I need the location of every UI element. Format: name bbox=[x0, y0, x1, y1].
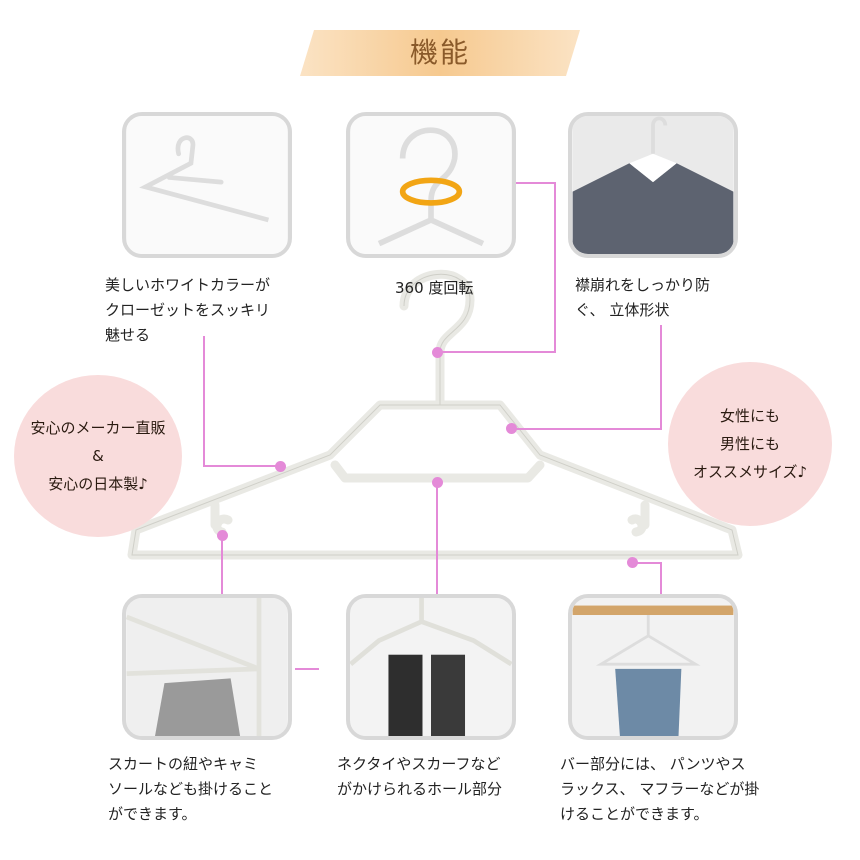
photo-tie-hole bbox=[346, 594, 516, 740]
caption-line: 襟崩れをしっかり防 bbox=[575, 276, 711, 294]
caption-line: ができます。 bbox=[108, 805, 197, 823]
connector-dot bbox=[432, 347, 443, 358]
connector-line bbox=[437, 351, 556, 353]
connector-line bbox=[660, 562, 662, 595]
connector-line bbox=[295, 668, 319, 670]
caption-line: ラックス、 マフラーなどが掛 bbox=[560, 780, 760, 798]
connector-dot bbox=[627, 557, 638, 568]
feature-caption-bar: バー部分には、 パンツやス ラックス、 マフラーなどが掛 けることができます。 bbox=[560, 752, 759, 827]
caption-line: 美しいホワイトカラーが bbox=[105, 276, 271, 294]
connector-line bbox=[516, 182, 556, 184]
caption-line: ソールなども掛けること bbox=[108, 780, 274, 798]
badge-line: オススメサイズ♪ bbox=[692, 463, 808, 481]
caption-line: ネクタイやスカーフなど bbox=[337, 755, 501, 773]
photo-skirt-hook bbox=[122, 594, 292, 740]
feature-caption-white-color: 美しいホワイトカラーが クローゼットをスッキリ 魅せる bbox=[105, 273, 270, 348]
badge-line: 安心のメーカー直販 bbox=[30, 419, 166, 437]
feature-caption-tie-hole: ネクタイやスカーフなど がかけられるホール部分 bbox=[337, 752, 502, 802]
title-banner bbox=[300, 30, 580, 76]
feature-caption-rotation: 360 度回転 bbox=[395, 276, 473, 301]
connector-line bbox=[632, 562, 662, 564]
badge-line: & bbox=[92, 447, 104, 465]
connector-line bbox=[512, 428, 662, 430]
page-title: 機能 bbox=[409, 36, 470, 69]
connector-dot bbox=[506, 423, 517, 434]
connector-line bbox=[203, 336, 205, 466]
feature-caption-collar: 襟崩れをしっかり防 ぐ、 立体形状 bbox=[575, 273, 710, 323]
connector-dot bbox=[217, 530, 228, 541]
photo-white-hanger bbox=[122, 112, 292, 258]
connector-dot bbox=[275, 461, 286, 472]
feature-caption-skirt-hook: スカートの紐やキャミ ソールなども掛けること ができます。 bbox=[108, 752, 273, 827]
photo-360-rotation bbox=[346, 112, 516, 258]
connector-line bbox=[554, 182, 556, 353]
caption-line: ぐ、 立体形状 bbox=[575, 301, 670, 319]
caption-line: バー部分には、 パンツやス bbox=[560, 755, 746, 773]
badge-line: 男性にも bbox=[719, 435, 780, 453]
caption-line: 魅せる bbox=[105, 326, 151, 344]
photo-collar-shape bbox=[568, 112, 738, 258]
caption-line: 360 度回転 bbox=[395, 279, 474, 297]
badge-line: 女性にも bbox=[719, 407, 780, 425]
badge-unisex-size: 女性にも 男性にも オススメサイズ♪ bbox=[668, 362, 832, 526]
caption-line: スカートの紐やキャミ bbox=[108, 755, 259, 773]
badge-direct-sale: 安心のメーカー直販 & 安心の日本製♪ bbox=[14, 375, 182, 537]
connector-line bbox=[203, 465, 280, 467]
connector-line bbox=[436, 482, 438, 594]
connector-line bbox=[660, 325, 662, 429]
connector-dot bbox=[432, 477, 443, 488]
badge-line: 安心の日本製♪ bbox=[48, 475, 148, 493]
caption-line: クローゼットをスッキリ bbox=[105, 301, 271, 319]
caption-line: がかけられるホール部分 bbox=[337, 780, 503, 798]
connector-line bbox=[221, 535, 223, 595]
photo-pants-bar bbox=[568, 594, 738, 740]
caption-line: けることができます。 bbox=[560, 805, 709, 823]
